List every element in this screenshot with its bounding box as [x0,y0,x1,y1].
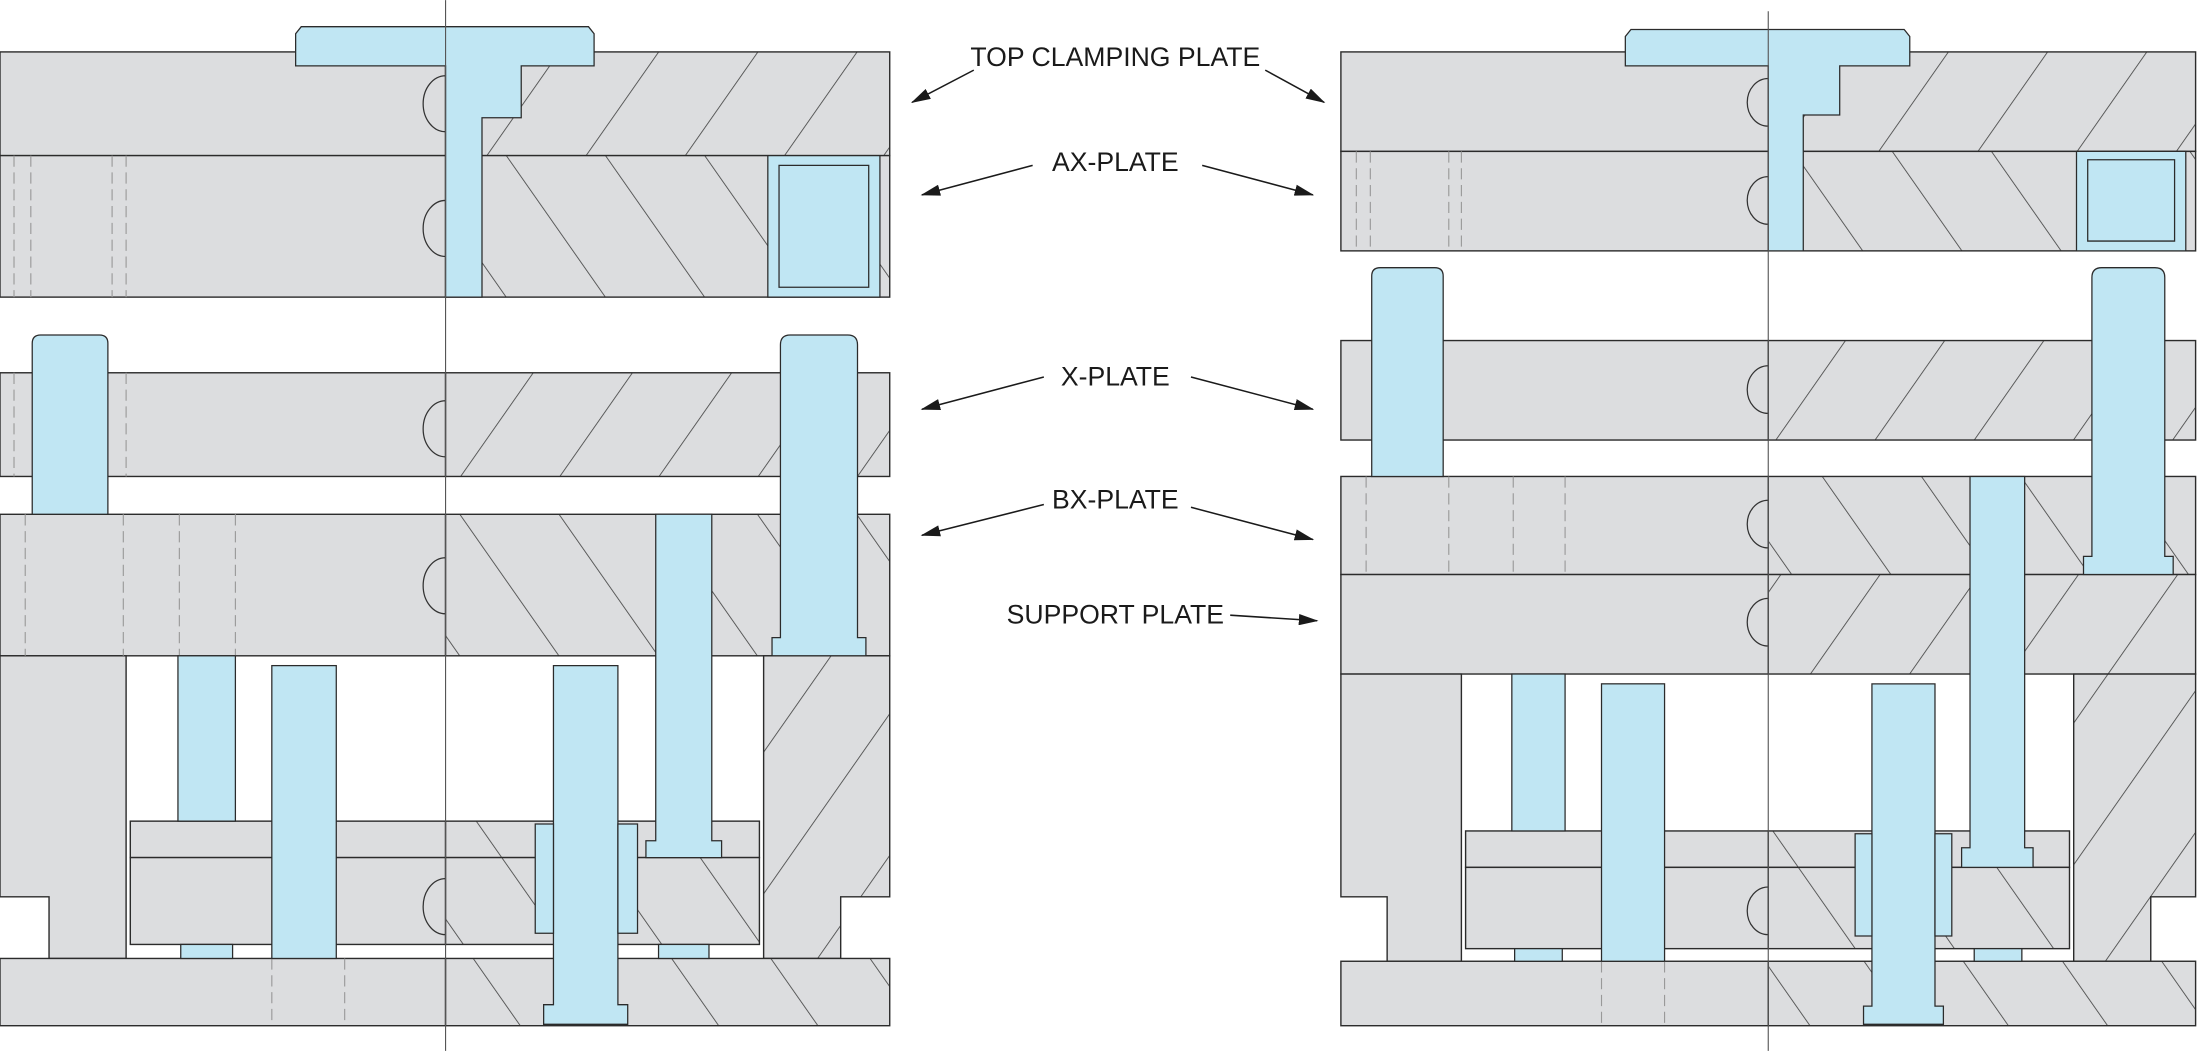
stop-pad-left-2 [657,943,710,960]
guide-pin-left [31,334,109,515]
support-plate-right [1340,573,1769,675]
guide-pin-right [1371,267,1444,478]
locating-ring-bolt-left [295,26,595,298]
arrow-icon [920,164,1033,196]
locating-ring-bolt-right [1624,28,1911,252]
support-pillar-right [1600,683,1666,962]
label-support-plate: SUPPORT PLATE [1007,600,1224,630]
stop-pad-left-1 [180,943,234,960]
bottom-clamping-plate-right [1340,960,1769,1027]
return-pin-left [177,655,237,822]
arrow-icon [920,376,1045,410]
right-rail-right [2072,673,2197,962]
shoulder-bolt-left [771,334,867,657]
left-rail-right [1340,673,1463,962]
lifting-hole-icon [422,75,446,936]
arrow-icon [1190,376,1315,410]
label-top-clamping-plate: TOP CLAMPING PLATE [970,42,1260,72]
arrow-icon [1190,506,1315,541]
guide-bushing-left [767,154,881,298]
stop-pad-right-1 [1514,948,1563,962]
stop-pad-right-2 [1973,948,2023,962]
support-pillar-left [271,664,337,960]
ejector-guide-bushing-left [534,823,639,934]
left-assembly [0,0,891,1051]
label-ax-plate: AX-PLATE [1052,147,1179,177]
label-bx-plate: BX-PLATE [1052,485,1179,515]
bx-plate-left [0,513,447,657]
arrow-icon [910,69,975,104]
top-clamping-plate-left [0,51,447,157]
arrow-icon [1230,614,1319,626]
arrow-icon [1201,164,1315,196]
right-assembly [1340,11,2197,1051]
top-clamping-plate-right [1340,51,1769,153]
label-x-plate: X-PLATE [1061,361,1170,391]
shoulder-bolt-right [2082,267,2174,576]
ejector-pin-right [1960,475,2034,869]
bx-plate-right [1340,475,1769,576]
right-rail [762,655,891,960]
ax-plate-left [0,154,447,298]
left-rail [0,655,127,960]
hidden-lines-left [13,155,346,1026]
bottom-clamping-plate-right-section [1767,960,2197,1027]
callouts: TOP CLAMPING PLATE AX-PLATE X-PLATE BX-P… [910,42,1326,630]
ejector-guide-pin-left [543,664,629,1025]
return-pin-right [1511,673,1566,832]
ejector-pin-left [645,513,723,859]
guide-bushing-right [2075,150,2187,252]
lifting-hole-icon [1746,77,1769,936]
ejector-guide-pin-right [1862,683,1945,1025]
bottom-clamping-plate-left [0,957,447,1027]
arrow-icon [1264,69,1326,104]
arrow-icon [920,503,1045,537]
ax-plate-right [1340,150,1769,252]
bottom-clamping-plate-left-section [444,957,891,1027]
ejector-guide-bushing-right [1854,833,1953,937]
